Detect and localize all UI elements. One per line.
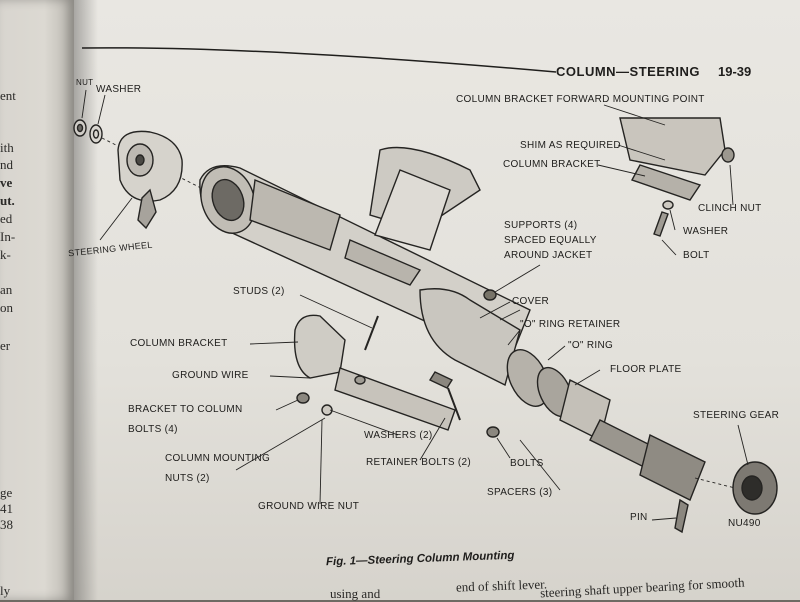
gutter-shadow — [74, 0, 98, 600]
facing-page: ent ith nd ve ut. ed In- k- an on er ge … — [0, 0, 74, 600]
label-supports-spaced: SPACED EQUALLY — [504, 235, 597, 246]
label-column-bracket-left: COLUMN BRACKET — [130, 338, 228, 349]
washer-part — [89, 124, 103, 144]
label-ground-wire: GROUND WIRE — [172, 370, 249, 381]
nut-part — [73, 119, 87, 137]
facing-page-text: ed — [0, 211, 13, 226]
label-bracket-to-column: BRACKET TO COLUMN — [128, 404, 243, 415]
label-shim: SHIM AS REQUIRED — [520, 140, 621, 151]
label-spacers: SPACERS (3) — [487, 487, 553, 498]
label-column-mounting-nuts: NUTS (2) — [165, 473, 210, 484]
facing-page-text: ve — [0, 175, 13, 190]
facing-page-text: nd — [0, 157, 13, 172]
label-nut: NUT — [76, 78, 94, 87]
facing-page-text: ut. — [0, 193, 15, 208]
label-washers: WASHERS (2) — [364, 430, 433, 441]
facing-page-text: ent — [0, 88, 16, 103]
label-bracket-to-column-bolts: BOLTS (4) — [128, 424, 178, 435]
running-head: COLUMN—STEERING — [556, 64, 700, 79]
label-ground-wire-nut: GROUND WIRE NUT — [258, 501, 360, 512]
label-bolts: BOLTS — [510, 458, 544, 469]
label-retainer-bolts: RETAINER BOLTS (2) — [366, 457, 472, 468]
figure-code: NU490 — [728, 518, 761, 529]
leader-lines — [81, 89, 749, 521]
body-text-line: using and — [330, 586, 381, 601]
label-washer-top: WASHER — [96, 84, 142, 95]
facing-page-text: 38 — [0, 517, 13, 532]
label-clinch-nut: CLINCH NUT — [698, 203, 762, 214]
steering-wheel-hub-part — [117, 130, 183, 230]
label-column-mounting: COLUMN MOUNTING — [165, 453, 271, 464]
label-floor-plate: FLOOR PLATE — [610, 364, 682, 375]
column-bracket-left-part — [293, 314, 456, 431]
steering-column-jacket-part — [199, 146, 706, 501]
label-pin: PIN — [630, 512, 648, 523]
label-cover: COVER — [512, 296, 550, 307]
page-number: 19-39 — [718, 64, 752, 79]
body-text-line: end of shift lever. — [455, 576, 548, 595]
facing-page-text: 41 — [0, 501, 13, 516]
label-column-bracket-right: COLUMN BRACKET — [503, 159, 601, 170]
label-supports-jacket: AROUND JACKET — [504, 250, 593, 261]
label-studs: STUDS (2) — [233, 286, 285, 297]
label-forward-mounting-point: COLUMN BRACKET FORWARD MOUNTING POINT — [456, 94, 705, 105]
facing-page-text: ly — [0, 583, 11, 598]
facing-page-text: ith — [0, 140, 14, 155]
header-rule — [82, 47, 556, 73]
label-washer-right: WASHER — [683, 226, 729, 237]
facing-page-text: In- — [0, 229, 16, 244]
label-bolt-right: BOLT — [683, 250, 710, 261]
label-o-ring-retainer: "O" RING RETAINER — [520, 319, 621, 330]
bracket-right-part — [619, 117, 735, 237]
facing-page-text: an — [0, 282, 13, 297]
facing-page-text: er — [0, 338, 11, 353]
steering-gear-part — [694, 461, 778, 515]
label-supports: SUPPORTS (4) — [504, 220, 578, 231]
label-o-ring: "O" RING — [568, 340, 614, 351]
label-steering-gear: STEERING GEAR — [693, 410, 780, 421]
small-hardware-parts — [296, 289, 689, 534]
facing-page-text: on — [0, 300, 13, 315]
facing-page-text: ge — [0, 485, 13, 500]
facing-page-text: k- — [0, 247, 11, 262]
